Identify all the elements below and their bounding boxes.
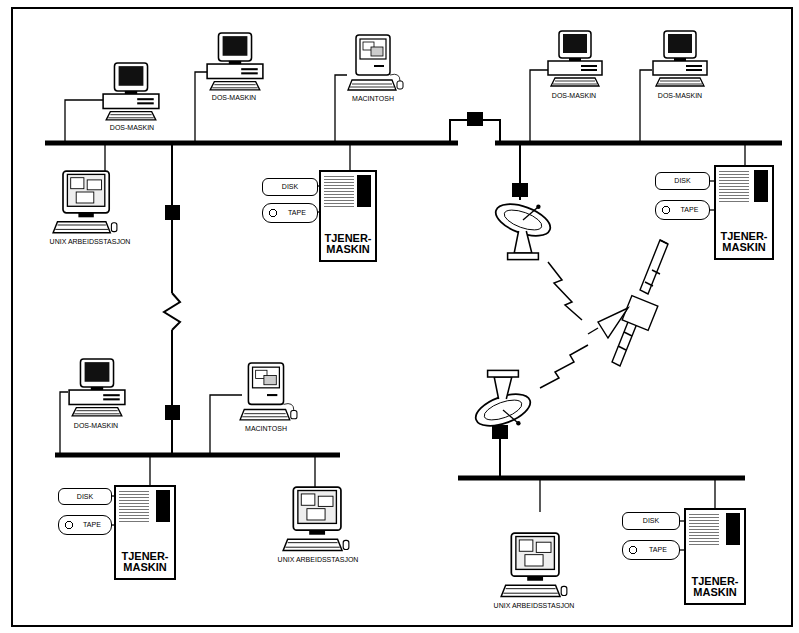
device-label: DOS-MASKIN bbox=[551, 92, 597, 100]
device-label: UNIX ARBEIDSSTASJON bbox=[49, 238, 132, 246]
storage-label: TAPE bbox=[681, 206, 699, 214]
storage-label: TAPE bbox=[288, 209, 306, 217]
disk-box: DISK bbox=[262, 178, 318, 196]
bridge-box bbox=[165, 112, 528, 439]
server-box: TJENER- MASKIN bbox=[319, 170, 377, 262]
storage-label: DISK bbox=[282, 183, 298, 191]
storage-label: DISK bbox=[643, 517, 659, 525]
storage-label: TAPE bbox=[83, 521, 101, 529]
storage-label: TAPE bbox=[649, 546, 667, 554]
device-label: MACINTOSH bbox=[351, 95, 395, 103]
server-label: TJENER- MASKIN bbox=[718, 231, 770, 253]
server-box: TJENER- MASKIN bbox=[114, 485, 176, 580]
radio-link bbox=[540, 262, 588, 388]
server-box: TJENER- MASKIN bbox=[684, 508, 746, 605]
disk-box: DISK bbox=[58, 488, 112, 505]
tape-box: TAPE bbox=[58, 515, 112, 535]
device-label: MACINTOSH bbox=[244, 425, 288, 433]
network-bus bbox=[45, 143, 782, 478]
server-label: TJENER- MASKIN bbox=[323, 233, 373, 255]
device-label: DOS-MASKIN bbox=[211, 94, 257, 102]
storage-label: DISK bbox=[674, 177, 690, 185]
device-label: UNIX ARBEIDSSTASJON bbox=[277, 556, 360, 564]
device-label: DOS-MASKIN bbox=[109, 124, 155, 132]
satellite bbox=[588, 240, 668, 366]
storage-label: DISK bbox=[77, 493, 93, 501]
device-label: DOS-MASKIN bbox=[657, 92, 703, 100]
server-box: TJENER- MASKIN bbox=[714, 165, 774, 260]
server-label: TJENER- MASKIN bbox=[118, 551, 172, 573]
disk-box: DISK bbox=[622, 512, 680, 530]
disk-box: DISK bbox=[655, 172, 710, 190]
tape-box: TAPE bbox=[655, 200, 710, 220]
server-label: TJENER- MASKIN bbox=[688, 576, 742, 598]
device-label: UNIX ARBEIDSSTASJON bbox=[493, 602, 576, 610]
device-label: DOS-MASKIN bbox=[73, 422, 119, 430]
tape-box: TAPE bbox=[262, 203, 318, 223]
tape-box: TAPE bbox=[622, 540, 680, 560]
